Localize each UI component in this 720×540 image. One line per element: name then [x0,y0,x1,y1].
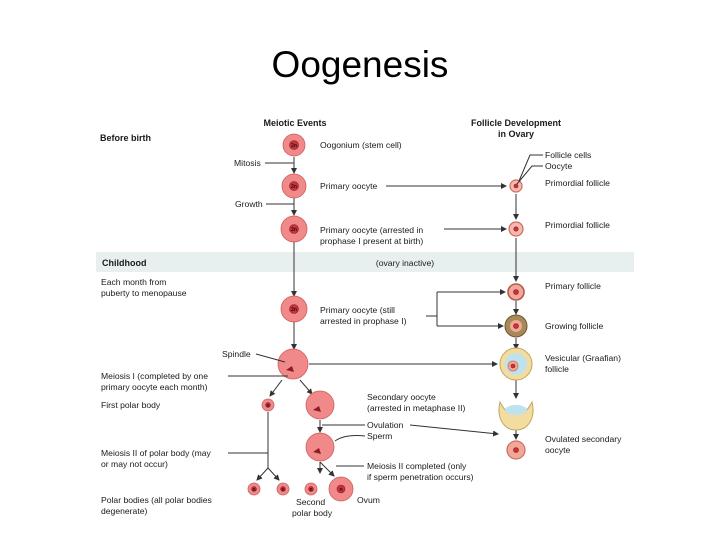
spindle-leader [255,353,286,363]
second-polar-body [304,482,318,496]
each-month-line1: Each month from [101,277,166,287]
primary-oocyte-arrested-cell: 2n [280,215,308,243]
oocyte-label: Oocyte [545,161,572,171]
primary-still-ploidy: 2n [291,307,297,313]
secondary-oocyte-cell [305,390,335,420]
spindle-label: Spindle [222,349,251,359]
ovulation-label: Ovulation [367,420,404,430]
arrow-polar-right [267,467,280,481]
meiosis1-line1: Meiosis I (completed by one [101,371,208,381]
ruptured-follicle [498,400,534,431]
oogonium-cell: 2n [282,133,306,157]
primary-follicle-label: Primary follicle [545,281,601,291]
primary-oocyte-label: Primary oocyte [320,181,378,191]
arrow-polar-left [256,467,269,481]
primary-follicle [507,283,525,301]
primary-arrested-ploidy: 2n [291,227,297,233]
second-polar-ploidy: n [309,487,312,493]
secondary-line2: (arrested in metaphase II) [367,403,466,413]
primordial-2-label: Primordial follicle [545,220,610,230]
ovum-ploidy: n [339,487,342,493]
bracket-upper [426,292,438,317]
stage-childhood: Childhood [102,258,147,268]
primary-oocyte-still-cell: 2n [280,295,308,323]
primary-oocyte-cell: 2n [281,173,307,199]
ovulated-oocyte [506,440,526,460]
vesicular-line1: Vesicular (Graafian) [545,353,621,363]
ovulated-line2: oocyte [545,445,571,455]
meiosis2-done-line1: Meiosis II completed (only [367,461,467,471]
follicle-cells-leader [518,154,543,182]
primary-oocyte-ploidy: 2n [291,184,297,190]
primary-arrested-line2: prophase I present at birth) [320,236,423,246]
polar-2-ploidy: n [281,487,284,493]
ovum-cell [328,476,354,502]
primary-still-line1: Primary oocyte (still [320,305,395,315]
meiosis2-polar-line1: Meiosis II of polar body (may [101,448,212,458]
ovulation-leader-right [409,424,499,437]
first-polar-body [261,398,275,412]
vesicular-follicle [499,347,533,381]
meiosis2-done-line2: if sperm penetration occurs) [367,472,474,482]
vesicular-line2: follicle [545,364,569,374]
sperm-leader [334,435,366,442]
oogonium-ploidy: 2n [291,143,297,149]
primordial-follicle-1 [509,179,523,193]
meiosis1-line2: primary oocyte each month) [101,382,208,392]
meiosis1-cell [277,348,309,380]
oocyte-leader [516,165,543,185]
ovulated-line1: Ovulated secondary [545,434,622,444]
follicle-header-line1: Follicle Development [471,118,561,128]
secondary-line1: Secondary oocyte [367,392,436,402]
childhood-band [96,252,634,272]
primordial-1-label: Primordial follicle [545,178,610,188]
primordial-follicle-2 [508,221,524,237]
each-month-line2: puberty to menopause [101,288,187,298]
polar-1-ploidy: n [252,487,255,493]
ovary-inactive-label: (ovary inactive) [376,258,434,268]
arrow-to-first-polar [269,379,283,397]
polar-bodies-line1: Polar bodies (all polar bodies [101,495,212,505]
mitosis-label: Mitosis [234,158,261,168]
follicle-header-line2: in Ovary [498,129,534,139]
second-polar-line1: Second [296,497,325,507]
arrow-to-secondary [299,379,313,395]
sperm-penetrated-cell [305,432,335,462]
oogonium-label: Oogonium (stem cell) [320,140,402,150]
growing-follicle [504,314,528,338]
first-polar-ploidy: n [266,403,269,409]
polar-bodies-line2: degenerate) [101,506,147,516]
arrow-to-ovum [319,461,335,477]
follicle-cells-label: Follicle cells [545,150,591,160]
meiosis2-polar-line2: or may not occur) [101,459,168,469]
meiotic-events-header: Meiotic Events [263,118,326,128]
sperm-label: Sperm [367,431,392,441]
primary-arrested-line1: Primary oocyte (arrested in [320,225,423,235]
second-polar-line2: polar body [292,508,333,518]
first-polar-body-label: First polar body [101,400,161,410]
polar-body-2 [276,482,290,496]
growing-follicle-label: Growing follicle [545,321,603,331]
ovum-label: Ovum [357,495,380,505]
primary-still-line2: arrested in prophase I) [320,316,407,326]
growth-label: Growth [235,199,263,209]
stage-before-birth: Before birth [100,133,151,143]
slide-title: Oogenesis [271,44,449,85]
polar-body-1 [247,482,261,496]
